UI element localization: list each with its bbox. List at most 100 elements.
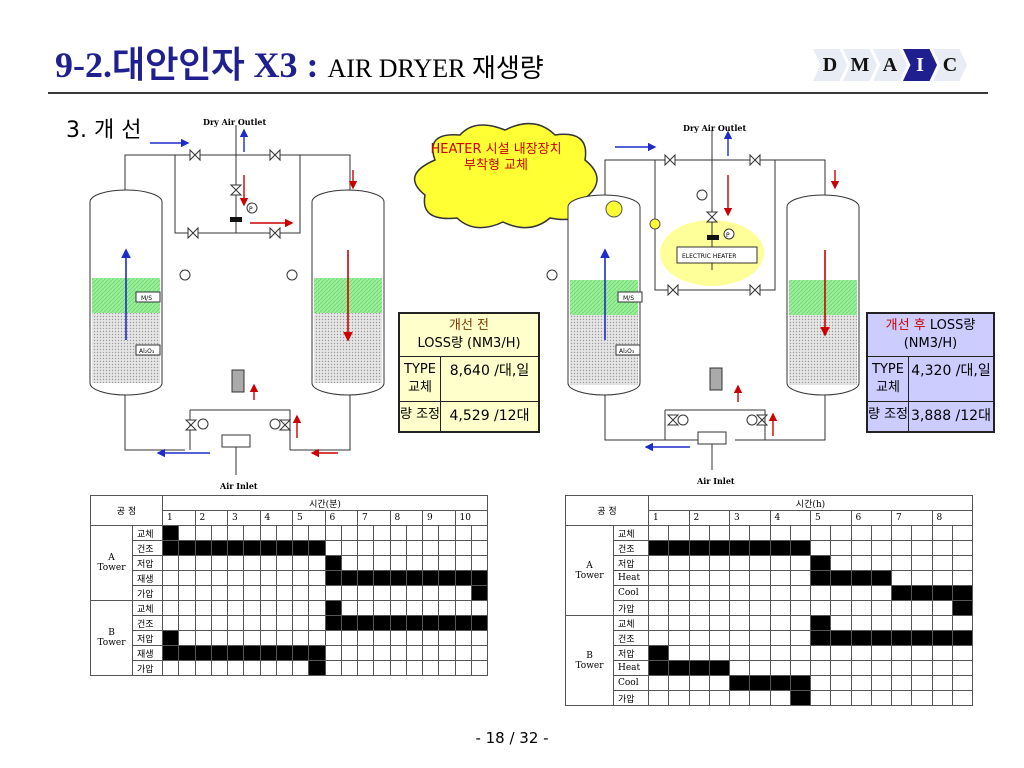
- inlet-label-after: Air Inlet: [696, 476, 735, 486]
- ms-label-after: M/S: [623, 295, 634, 302]
- schedule-cell: [708, 600, 731, 616]
- schedule-cell: [647, 570, 670, 586]
- schedule-cell: [809, 525, 832, 541]
- schedule-cell: [688, 615, 710, 631]
- schedule-cell: [389, 600, 407, 616]
- schedule-cell: [769, 690, 791, 706]
- schedule-cell: [850, 645, 872, 661]
- schedule-row: Cool: [566, 585, 974, 601]
- dmaic-d: D: [813, 49, 847, 81]
- schedule-cell: [647, 585, 670, 601]
- schedule-cell: [789, 660, 812, 676]
- schedule-cell: [668, 540, 690, 556]
- schedule-cell: [405, 615, 424, 631]
- schedule-step-label: 가압: [613, 600, 649, 616]
- schedule-cell: [389, 525, 407, 541]
- schedule-cell: [259, 525, 277, 541]
- schedule-cell: [647, 660, 670, 676]
- schedule-cell: [830, 585, 852, 601]
- schedule-cell: [243, 615, 261, 631]
- schedule-row: 재생: [91, 645, 489, 661]
- schedule-cell: [226, 525, 245, 541]
- schedule-cell: [931, 675, 953, 691]
- schedule-cell: [728, 660, 751, 676]
- schedule-cell: [688, 555, 710, 571]
- schedule-cell: [308, 570, 326, 586]
- schedule-cell: [243, 630, 261, 646]
- schedule-cell: [454, 555, 472, 571]
- schedule-cell: [356, 540, 375, 556]
- schedule-cell: [911, 645, 933, 661]
- schedule-cell: [421, 615, 440, 631]
- schedule-cell: [259, 540, 277, 556]
- schedule-col-header: 10: [454, 510, 488, 526]
- schedule-cell: [830, 540, 852, 556]
- schedule-cell: [178, 600, 196, 616]
- schedule-cell: [389, 660, 407, 676]
- schedule-cell: [340, 525, 359, 541]
- schedule-step-label: 가압: [132, 660, 163, 676]
- schedule-cell: [356, 585, 375, 601]
- inlet-label-before: Air Inlet: [219, 481, 258, 491]
- schedule-cell: [647, 600, 670, 616]
- schedule-cell: [259, 555, 277, 571]
- before-r1-value: 8,640 /대,일: [449, 363, 530, 379]
- schedule-cell: [389, 555, 407, 571]
- schedule-cell: [809, 690, 832, 706]
- schedule-cell: [454, 630, 472, 646]
- schedule-cell: [688, 540, 710, 556]
- schedule-cell: [809, 570, 832, 586]
- schedule-cell: [405, 570, 424, 586]
- schedule-cell: [911, 675, 933, 691]
- schedule-cell: [470, 645, 489, 661]
- schedule-cell: [850, 630, 872, 646]
- schedule-cell: [340, 630, 359, 646]
- schedule-cell: [308, 585, 326, 601]
- schedule-cell: [194, 570, 212, 586]
- schedule-cell: [210, 615, 229, 631]
- schedule-cell: [454, 525, 472, 541]
- schedule-cell: [911, 690, 933, 706]
- outlet-label-after: Dry Air Outlet: [683, 123, 746, 133]
- schedule-cell: [438, 615, 456, 631]
- schedule-step-label: 저압: [132, 555, 163, 571]
- schedule-cell: [438, 585, 456, 601]
- schedule-row: 건조: [91, 540, 489, 556]
- schedule-cell: [688, 525, 710, 541]
- schedule-cell: [850, 555, 872, 571]
- schedule-cell: [931, 540, 953, 556]
- schedule-cell: [373, 660, 391, 676]
- schedule-cell: [438, 600, 456, 616]
- schedule-cell: [421, 585, 440, 601]
- schedule-step-label: 재생: [132, 645, 163, 661]
- schedule-cell: [769, 645, 791, 661]
- schedule-cell: [405, 660, 424, 676]
- schedule-cell: [454, 585, 472, 601]
- schedule-cell: [470, 600, 489, 616]
- schedule-cell: [194, 555, 212, 571]
- dmaic-i: I: [903, 49, 937, 81]
- schedule-cell: [951, 585, 974, 601]
- schedule-cell: [951, 675, 974, 691]
- schedule-cell: [931, 570, 953, 586]
- schedule-cell: [291, 630, 310, 646]
- schedule-cell: [178, 540, 196, 556]
- schedule-cell: [789, 555, 812, 571]
- before-r1-label: TYPE 교체: [400, 357, 441, 401]
- schedule-cell: [708, 585, 731, 601]
- schedule-cell: [931, 690, 953, 706]
- schedule-step-label: 가압: [613, 690, 649, 706]
- schedule-cell: [850, 600, 872, 616]
- schedule-cell: [161, 570, 180, 586]
- schedule-cell: [911, 525, 933, 541]
- schedule-cell: [728, 675, 751, 691]
- schedule-cell: [291, 645, 310, 661]
- schedule-cell: [769, 615, 791, 631]
- schedule-cell: [749, 585, 771, 601]
- schedule-cell: [243, 645, 261, 661]
- schedule-cell: [259, 645, 277, 661]
- schedule-cell: [931, 600, 953, 616]
- schedule-cell: [870, 600, 893, 616]
- schedule-row: 저압: [91, 555, 489, 571]
- schedule-row: 가압: [91, 585, 489, 601]
